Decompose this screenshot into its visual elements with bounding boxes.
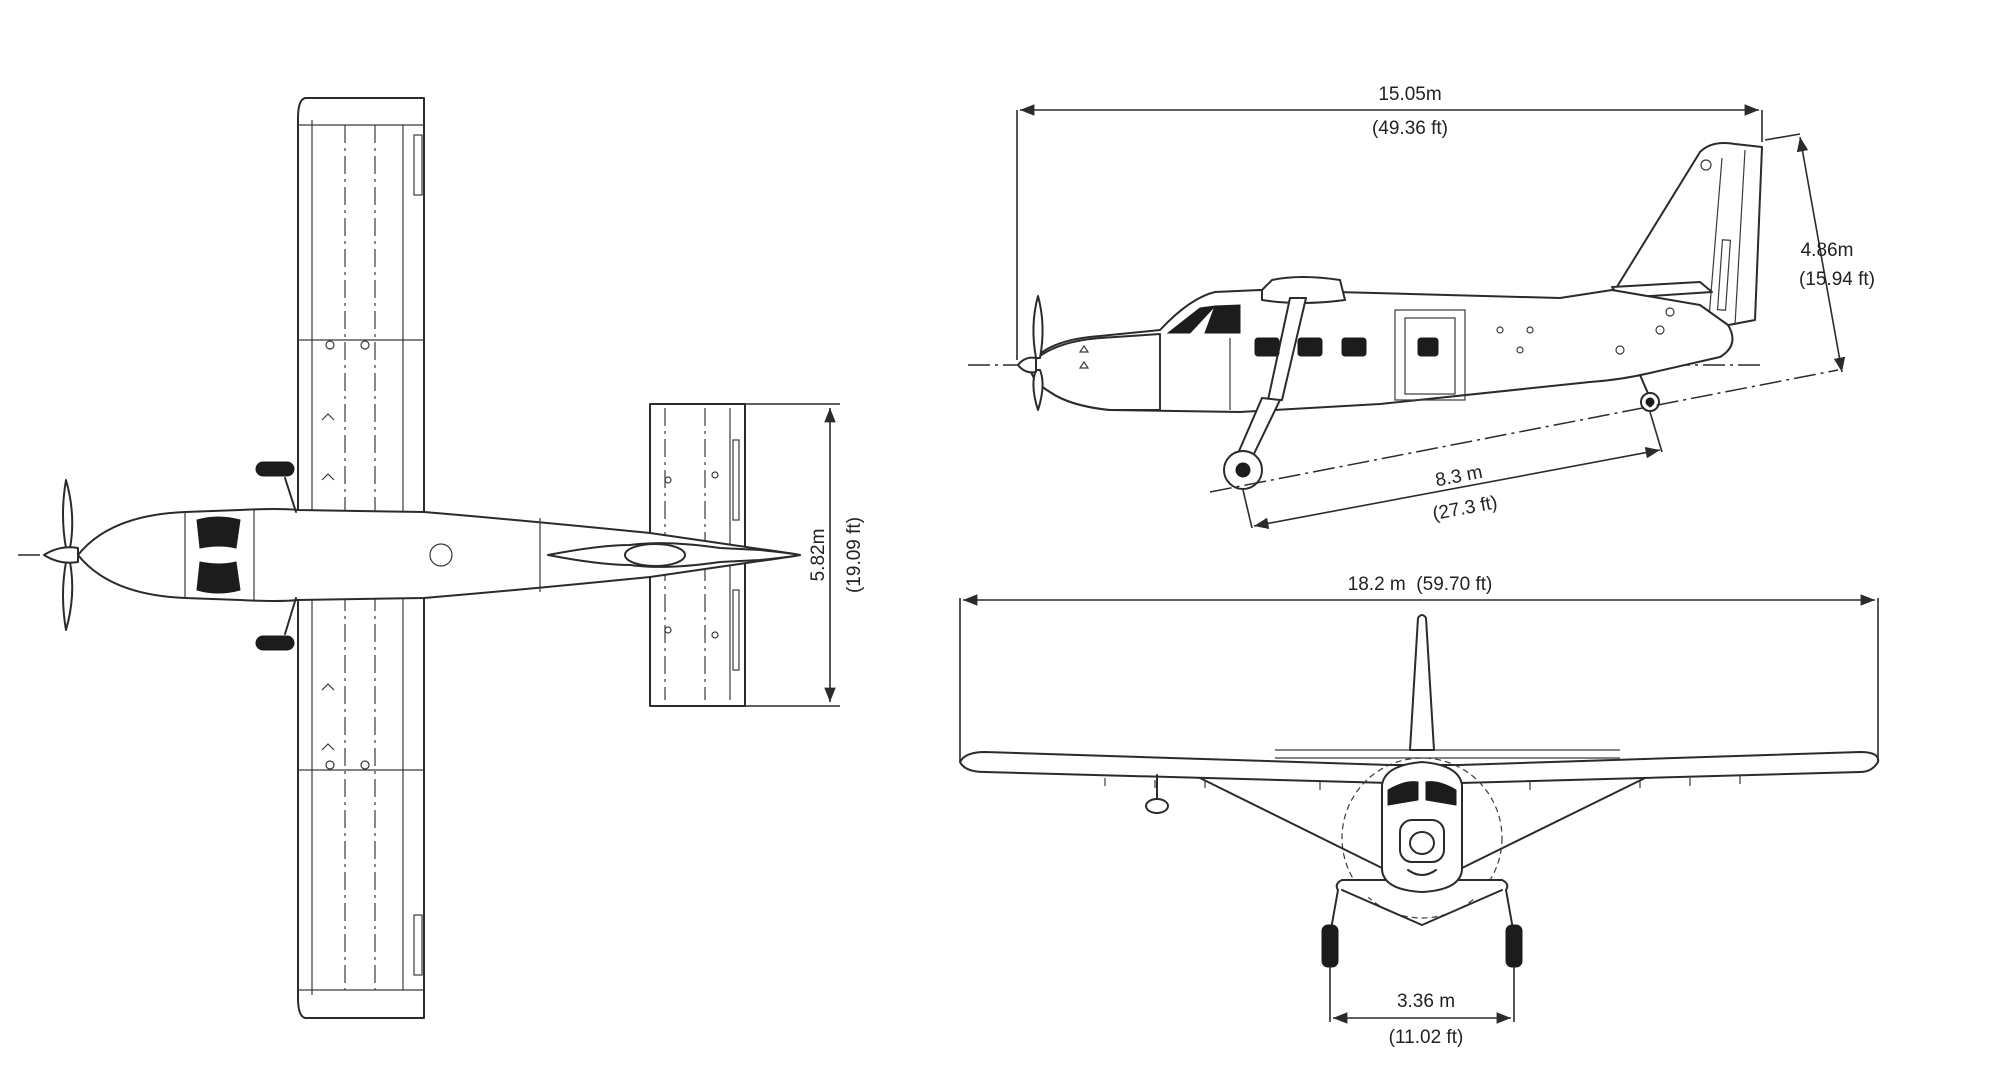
strut-right <box>1461 777 1646 869</box>
windscreen-front-right <box>1425 781 1457 806</box>
gear-leg-left <box>1329 879 1386 936</box>
cabin-window-3 <box>1341 337 1367 357</box>
strut-left <box>1199 777 1383 869</box>
height-metric: 4.86m <box>1801 240 1854 261</box>
wingspan-label: 18.2 m (59.70 ft) <box>1348 574 1493 595</box>
front-view: 18.2 m (59.70 ft) 3.36 m (11.02 ft) <box>959 574 1880 1048</box>
gear-leg-right <box>1458 879 1515 936</box>
propeller-spinner-side <box>1017 356 1037 374</box>
top-view: 5.82m (19.09 ft) <box>18 97 865 1019</box>
length-imperial: (49.36 ft) <box>1372 118 1448 139</box>
fin-detail-lines <box>1700 149 1746 331</box>
height-dimension-line <box>1796 136 1846 373</box>
cockpit-window-left <box>196 516 241 549</box>
propeller-blade-upper <box>62 479 74 549</box>
wing-structure-lines <box>298 120 424 995</box>
propeller-side-lower <box>1032 369 1044 411</box>
main-wheel-front-left <box>1321 924 1339 968</box>
fuselage-rivets <box>1496 307 1675 355</box>
cockpit-side-window <box>1204 304 1241 334</box>
propeller-side-upper <box>1032 295 1044 359</box>
tailplane-span-imperial: (19.09 ft) <box>844 517 865 593</box>
cabin-window-4 <box>1417 337 1439 357</box>
height-imperial: (15.94 ft) <box>1799 269 1875 290</box>
vertical-fin-front <box>1409 614 1435 751</box>
engine-cowling <box>1029 333 1161 411</box>
pitot-pod <box>1145 798 1169 814</box>
fin-fillet <box>624 543 686 567</box>
wheelbase-dimension-line <box>1253 446 1661 530</box>
cockpit-window-right <box>196 561 241 594</box>
wheelbase-metric: 8.3 m <box>1434 462 1485 491</box>
propeller-disc <box>1341 757 1503 919</box>
wheelbase-imperial: (27.3 ft) <box>1431 492 1499 525</box>
main-wheel-front-right <box>1505 924 1523 968</box>
track-imperial: (11.02 ft) <box>1389 1027 1464 1048</box>
tailplane-span-metric: 5.82m <box>808 529 829 582</box>
side-view: 15.05m (49.36 ft) 4.86m (15.94 ft) 8.3 m… <box>968 84 1875 530</box>
cabin-window-1 <box>1254 337 1280 357</box>
propeller-blade-lower <box>62 561 74 631</box>
wing-left-planform <box>297 97 425 518</box>
main-wheel-top-right <box>255 635 295 651</box>
wing-root-side <box>1261 276 1346 304</box>
cargo-door <box>1394 309 1466 401</box>
cabin-window-2 <box>1297 337 1323 357</box>
windscreen-front-left <box>1387 781 1419 806</box>
wing-right-planform <box>297 592 425 1019</box>
track-metric: 3.36 m <box>1397 991 1455 1012</box>
cowling-detail <box>1078 334 1231 410</box>
main-wheel-top-left <box>255 461 295 477</box>
propeller-spinner <box>43 546 79 564</box>
dorsal-hatch <box>429 543 453 567</box>
length-metric: 15.05m <box>1378 84 1441 105</box>
wing-strut-side <box>1267 297 1307 401</box>
